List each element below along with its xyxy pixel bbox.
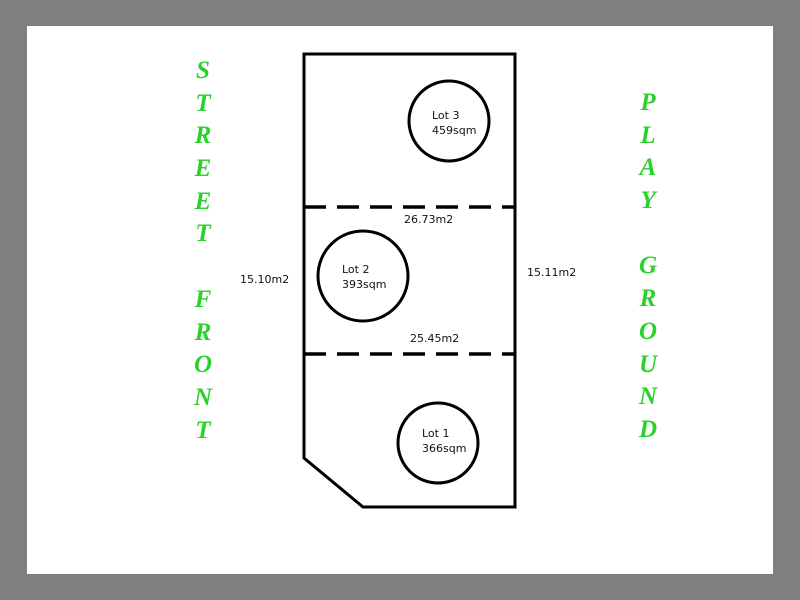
street-front-letter: O bbox=[193, 351, 213, 379]
street-front-gap bbox=[183, 251, 223, 284]
lot-3-label: Lot 3 459sqm bbox=[432, 108, 476, 138]
playground-letter: P bbox=[640, 89, 656, 116]
street-front-letter: R bbox=[194, 318, 212, 346]
lot-2-label: Lot 2 393sqm bbox=[342, 262, 386, 292]
left-side-dimension: 15.10m2 bbox=[240, 273, 290, 286]
playground-gap bbox=[628, 218, 668, 251]
playground-letter: A bbox=[639, 154, 657, 182]
playground-letter: L bbox=[640, 121, 656, 149]
top-divider-dimension: 26.73m2 bbox=[404, 213, 454, 226]
playground-letter: U bbox=[638, 350, 658, 378]
street-front-letter: E bbox=[194, 155, 212, 183]
playground-letter: Y bbox=[640, 187, 656, 215]
street-front-letter: F bbox=[194, 285, 212, 313]
lot-2-circle bbox=[316, 229, 410, 323]
lot-1-label: Lot 1 366sqm bbox=[422, 426, 466, 456]
lot-1-circle bbox=[396, 401, 480, 485]
street-front-letter: T bbox=[195, 220, 211, 248]
bottom-divider-dimension: 25.45m2 bbox=[410, 332, 460, 345]
lot-3-name: Lot 3 bbox=[432, 109, 460, 122]
street-front-letter: R bbox=[194, 122, 212, 150]
playground-letter: R bbox=[639, 285, 657, 313]
playground-letter: D bbox=[638, 415, 658, 443]
street-front-letter: S bbox=[196, 57, 210, 84]
street-front-letter: N bbox=[193, 383, 213, 411]
lot-3-area: 459sqm bbox=[432, 124, 477, 137]
lot-2-area: 393sqm bbox=[342, 278, 387, 291]
playground-letter: G bbox=[638, 252, 658, 280]
block-outline bbox=[302, 52, 517, 509]
street-front-letter: T bbox=[195, 416, 211, 444]
playground-letter: O bbox=[638, 317, 658, 345]
street-front-letter: E bbox=[194, 187, 212, 215]
lot-2-name: Lot 2 bbox=[342, 263, 370, 276]
playground-letter: N bbox=[638, 383, 658, 411]
street-front-letter: T bbox=[195, 89, 211, 117]
lot-1-area: 366sqm bbox=[422, 442, 467, 455]
lot-1-name: Lot 1 bbox=[422, 427, 450, 440]
right-side-dimension: 15.11m2 bbox=[527, 266, 577, 279]
lot-3-circle bbox=[407, 79, 491, 163]
